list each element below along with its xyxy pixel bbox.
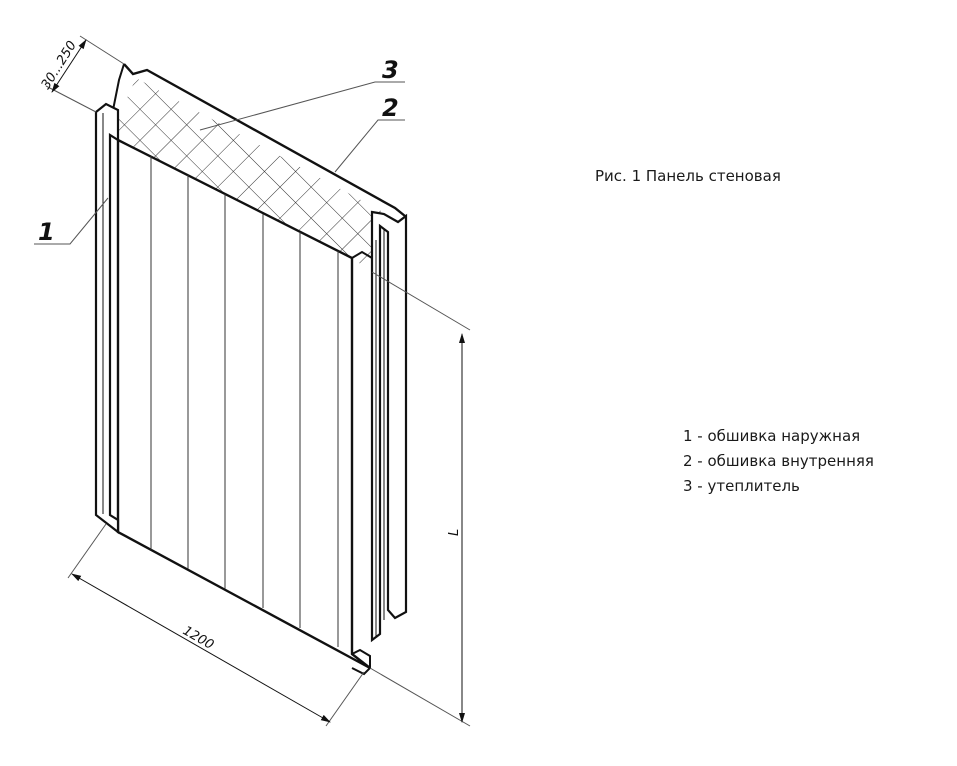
length-dimension [369,271,471,727]
thickness-label: 30...250 [39,39,80,93]
legend-item-outer-skin: 1 - обшивка наружная [683,427,861,445]
width-dimension [67,523,365,727]
legend-item-insulation: 3 - утеплитель [683,477,800,495]
right-lock-profile [370,210,408,643]
width-label: 1200 [180,623,216,653]
insulation-top-face [116,78,383,272]
callout-2-leader [334,119,405,173]
callout-3: 3 [382,56,399,84]
outer-skin-front-face [116,138,371,670]
legend-item-inner-skin: 2 - обшивка внутренняя [683,452,874,470]
length-label: L [447,529,462,536]
figure-caption: Рис. 1 Панель стеновая [595,167,781,185]
callout-1: 1 [38,218,55,246]
inner-skin-top-edge [123,63,406,217]
callout-1-leader [34,197,109,245]
legend: 1 - обшивка наружная 2 - обшивка внутрен… [683,424,874,499]
outer-skin-ribs [150,156,339,647]
callout-2: 2 [382,94,399,122]
left-flange [94,102,120,535]
top-right-tongue [351,250,373,272]
callout-3-leader [199,81,405,131]
thickness-dimension [45,35,125,113]
bottom-tongue [351,648,371,676]
